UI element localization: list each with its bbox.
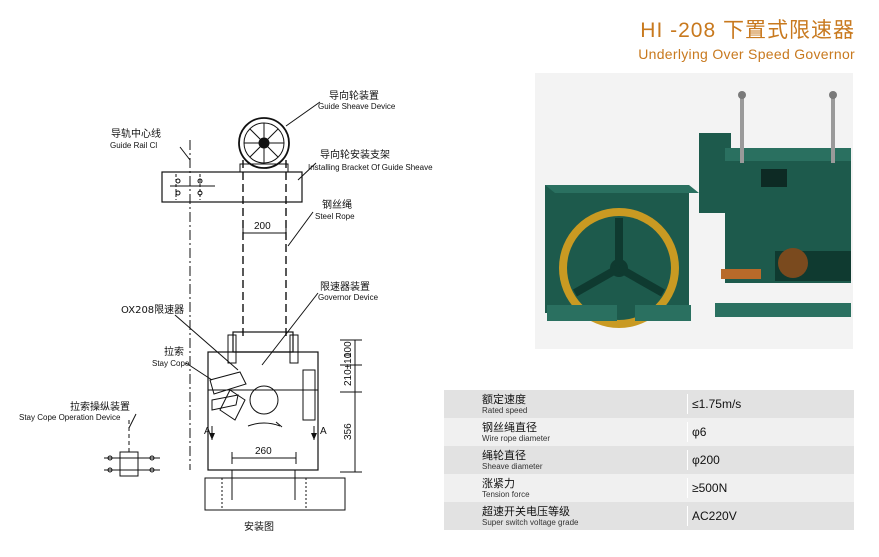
- spec-table: 额定速度 Rated speed ≤1.75m/s 钢丝绳直径 Wire rop…: [444, 390, 854, 530]
- product-title: HI -208 下置式限速器: [640, 19, 855, 42]
- label-steel-rope-cn: 钢丝绳: [322, 198, 352, 211]
- label-install-drawing: 安装图: [244, 520, 274, 533]
- installation-drawing: 导向轮装置 Guide Sheave Device 导轨中心线 Guide Ra…: [19, 89, 433, 533]
- guide-sheave-bracket: [161, 171, 303, 203]
- spec-label-en: Rated speed: [482, 405, 528, 415]
- spec-label-en: Super switch voltage grade: [482, 517, 579, 527]
- foundation: [204, 477, 346, 511]
- leader-bracket: [297, 162, 317, 181]
- label-steel-rope-en: Steel Rope: [315, 212, 355, 221]
- leader-governor: [261, 292, 319, 366]
- label-governor-en: Governor Device: [318, 293, 379, 302]
- label-ox208: OX208限速器: [121, 304, 184, 316]
- label-guide-sheave-en: Guide Sheave Device: [318, 102, 396, 111]
- spec-label-cn: 额定速度: [482, 392, 526, 406]
- label-guide-rail-cn: 导轨中心线: [111, 127, 161, 140]
- leader-guide-sheave: [285, 101, 321, 127]
- spec-row-rated-speed: 额定速度 Rated speed ≤1.75m/s: [444, 390, 854, 418]
- dimension-210: 210±10: [343, 352, 354, 386]
- product-subtitle: Underlying Over Speed Governor: [638, 46, 855, 62]
- dimension-100: 100: [343, 341, 354, 358]
- leader-stay-cope-op: [128, 413, 137, 429]
- spec-row-voltage: 超速开关电压等级 Super switch voltage grade AC22…: [444, 502, 854, 530]
- spec-label-en: Tension force: [482, 489, 530, 499]
- governor-body-photo: [699, 91, 851, 317]
- bracket-bolts: [170, 174, 215, 200]
- section-a-right: A: [320, 426, 327, 437]
- governor-housing: [207, 331, 319, 500]
- governor-photo: [535, 73, 853, 349]
- label-bracket-cn: 导向轮安装支架: [320, 148, 390, 161]
- label-stay-cope-op-cn: 拉索操纵装置: [70, 400, 130, 413]
- page-header: HI -208 下置式限速器 Underlying Over Speed Gov…: [638, 14, 855, 62]
- stay-cope-operation-device: [104, 420, 160, 477]
- label-stay-cope-cn: 拉索: [164, 345, 184, 358]
- label-bracket-en: Installing Bracket Of Guide Sheave: [308, 163, 433, 172]
- label-guide-rail-en: Guide Rail Cl: [110, 141, 157, 150]
- leader-ox208: [174, 314, 239, 371]
- spec-label-cn: 绳轮直径: [482, 448, 526, 462]
- label-stay-cope-en: Stay Cope: [152, 359, 190, 368]
- spec-value: AC220V: [692, 509, 737, 523]
- spec-label-cn: 钢丝绳直径: [482, 420, 537, 434]
- dimension-260: 260: [255, 446, 272, 457]
- label-governor-cn: 限速器装置: [320, 280, 370, 293]
- spec-value: φ200: [692, 453, 720, 467]
- spec-label-cn: 涨紧力: [482, 476, 515, 490]
- spec-row-wire-rope: 钢丝绳直径 Wire rope diameter φ6: [444, 418, 854, 446]
- spec-value: ≤1.75m/s: [692, 397, 742, 411]
- guide-sheave-photo: [545, 185, 699, 328]
- dimension-356: 356: [343, 423, 354, 440]
- spec-label-en: Wire rope diameter: [482, 433, 551, 443]
- spec-label-en: Sheave diameter: [482, 461, 543, 471]
- label-guide-sheave-cn: 导向轮装置: [329, 89, 379, 102]
- leader-steel-rope: [287, 211, 314, 247]
- spec-row-tension: 涨紧力 Tension force ≥500N: [444, 474, 854, 502]
- leader-stay-cope: [185, 362, 213, 381]
- spec-row-sheave: 绳轮直径 Sheave diameter φ200: [444, 446, 854, 474]
- label-stay-cope-op-en: Stay Cope Operation Device: [19, 413, 121, 422]
- spec-value: ≥500N: [692, 481, 728, 495]
- leader-guide-rail: [179, 146, 191, 161]
- dimension-200: 200: [254, 221, 271, 232]
- spec-label-cn: 超速开关电压等级: [482, 504, 570, 518]
- section-a-left: A: [204, 426, 211, 437]
- guide-sheave: [238, 117, 290, 173]
- spec-value: φ6: [692, 425, 707, 439]
